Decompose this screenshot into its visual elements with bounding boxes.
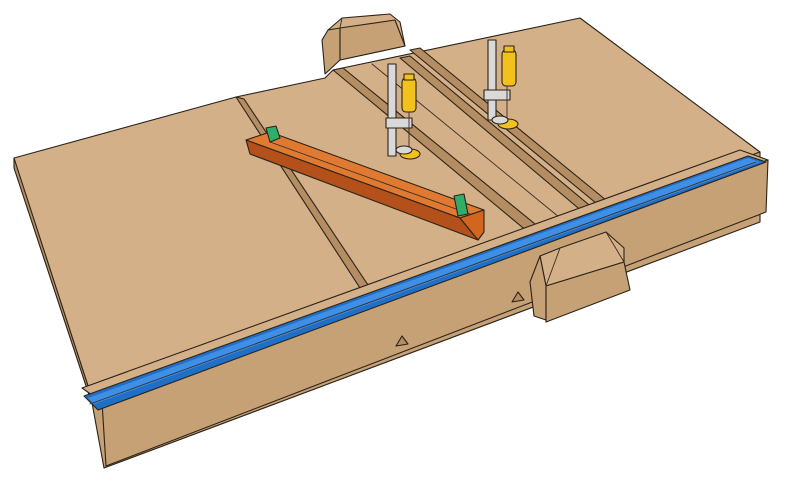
clamp-icon [385, 63, 421, 160]
runner-slots [235, 47, 613, 289]
fence-marker-2 [511, 291, 525, 303]
back-fence-face [339, 19, 406, 61]
front-fence-block [529, 231, 631, 323]
stop-block-end [459, 209, 485, 241]
back-fence-front [321, 27, 341, 75]
back-fence [321, 13, 406, 75]
t-track-highlight [88, 158, 760, 404]
fence-block-face [545, 261, 631, 323]
fence-marker-1 [395, 335, 409, 347]
clamp-icon [483, 39, 519, 130]
stop-block [245, 125, 485, 241]
stop-clip-icon [265, 125, 469, 217]
